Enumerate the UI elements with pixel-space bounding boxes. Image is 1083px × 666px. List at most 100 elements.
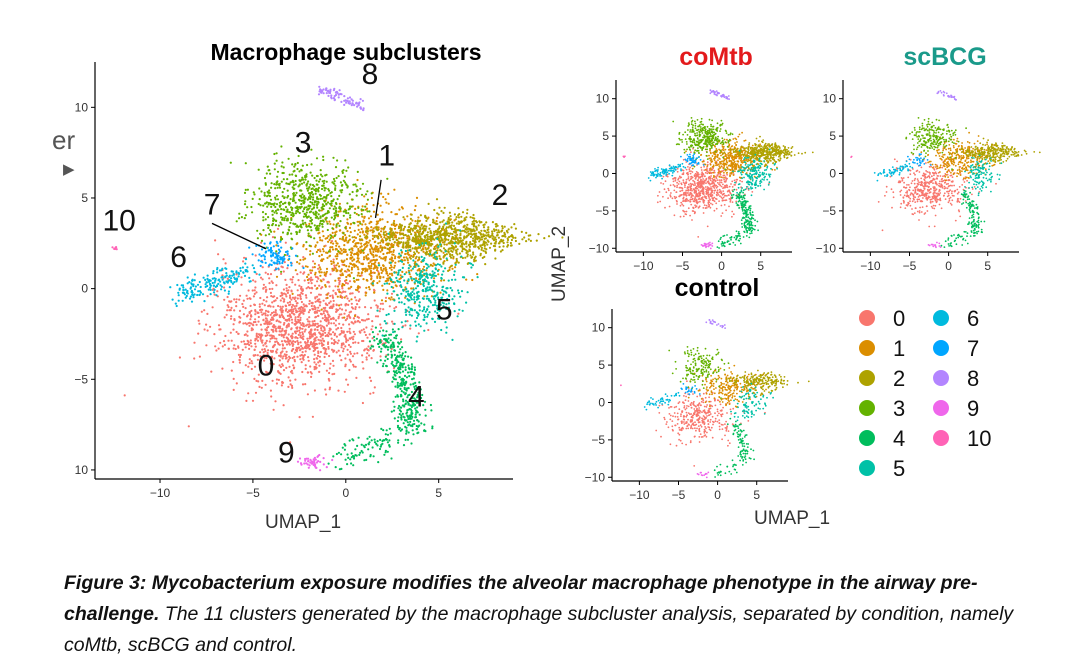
data-point: [414, 413, 417, 416]
data-point: [451, 250, 454, 253]
data-point: [267, 216, 270, 219]
data-point: [280, 310, 283, 313]
data-point: [327, 240, 330, 243]
data-point: [277, 208, 280, 211]
data-point: [306, 189, 309, 192]
data-point: [289, 303, 292, 306]
data-point: [328, 354, 331, 358]
data-point: [260, 241, 263, 244]
data-point: [368, 239, 371, 242]
data-point: [319, 178, 322, 181]
data-point: [450, 278, 454, 281]
data-point: [241, 266, 244, 269]
data-point: [358, 274, 362, 277]
data-point: [302, 355, 305, 358]
data-point: [438, 206, 441, 209]
data-point: [262, 229, 265, 232]
data-point: [246, 330, 249, 333]
data-point: [338, 304, 341, 307]
data-point: [417, 332, 420, 335]
data-point: [405, 376, 409, 379]
data-point: [186, 289, 189, 293]
data-point: [400, 418, 403, 421]
data-point: [418, 256, 421, 259]
data-point: [418, 243, 421, 246]
data-point: [324, 285, 327, 288]
data-point: [320, 187, 324, 191]
data-point: [406, 257, 409, 260]
data-point: [345, 295, 348, 298]
data-point: [230, 315, 233, 318]
data-point: [295, 210, 298, 213]
data-point: [206, 295, 209, 298]
data-point: [436, 249, 439, 252]
data-point: [205, 344, 208, 347]
data-point: [209, 325, 212, 328]
data-point: [319, 169, 322, 172]
data-point: [493, 245, 497, 248]
data-point: [313, 237, 316, 240]
data-point: [442, 255, 445, 258]
data-point: [233, 298, 236, 301]
data-point: [251, 264, 254, 267]
data-point: [451, 232, 454, 236]
data-point: [490, 242, 493, 245]
data-point: [527, 238, 530, 241]
data-point: [491, 237, 494, 240]
data-point: [313, 456, 316, 459]
data-point: [285, 350, 288, 353]
data-point: [352, 365, 355, 368]
data-point: [280, 270, 283, 273]
data-point: [235, 277, 239, 280]
data-point: [366, 232, 369, 235]
data-point: [305, 248, 308, 251]
data-point: [427, 328, 430, 332]
data-point: [388, 427, 391, 430]
data-point: [209, 284, 212, 287]
data-point: [449, 215, 452, 218]
data-point: [469, 216, 472, 219]
data-point: [407, 267, 410, 270]
data-point: [337, 96, 340, 99]
data-point: [318, 304, 321, 307]
data-point: [439, 231, 442, 235]
data-point: [373, 240, 376, 244]
data-point: [309, 204, 312, 208]
data-point: [385, 322, 388, 325]
data-point: [476, 235, 479, 239]
data-point: [319, 339, 322, 342]
data-point: [274, 400, 277, 403]
data-point: [294, 283, 297, 286]
data-point: [419, 214, 422, 217]
data-point: [386, 251, 389, 254]
data-point: [169, 286, 172, 289]
data-point: [404, 308, 407, 311]
data-point: [309, 279, 312, 282]
data-point: [269, 241, 272, 244]
data-point: [245, 399, 248, 402]
data-point: [406, 438, 410, 441]
data-point: [316, 295, 319, 298]
data-point: [301, 289, 304, 292]
data-point: [264, 317, 267, 320]
data-point: [270, 356, 273, 359]
data-point: [481, 256, 484, 259]
data-point: [409, 246, 412, 249]
data-point: [358, 261, 361, 264]
data-point: [321, 337, 324, 340]
data-point: [266, 351, 269, 354]
data-point: [379, 277, 382, 280]
data-point: [346, 383, 350, 386]
data-point: [344, 270, 347, 273]
data-point: [500, 229, 503, 232]
data-point: [506, 244, 510, 247]
data-point: [334, 184, 337, 187]
data-point: [377, 237, 380, 240]
data-point: [405, 313, 408, 316]
cluster-label: 8: [362, 58, 379, 91]
data-point: [250, 327, 253, 330]
data-point: [303, 213, 306, 216]
data-point: [313, 176, 316, 180]
data-point: [465, 278, 468, 281]
data-point: [320, 329, 323, 332]
